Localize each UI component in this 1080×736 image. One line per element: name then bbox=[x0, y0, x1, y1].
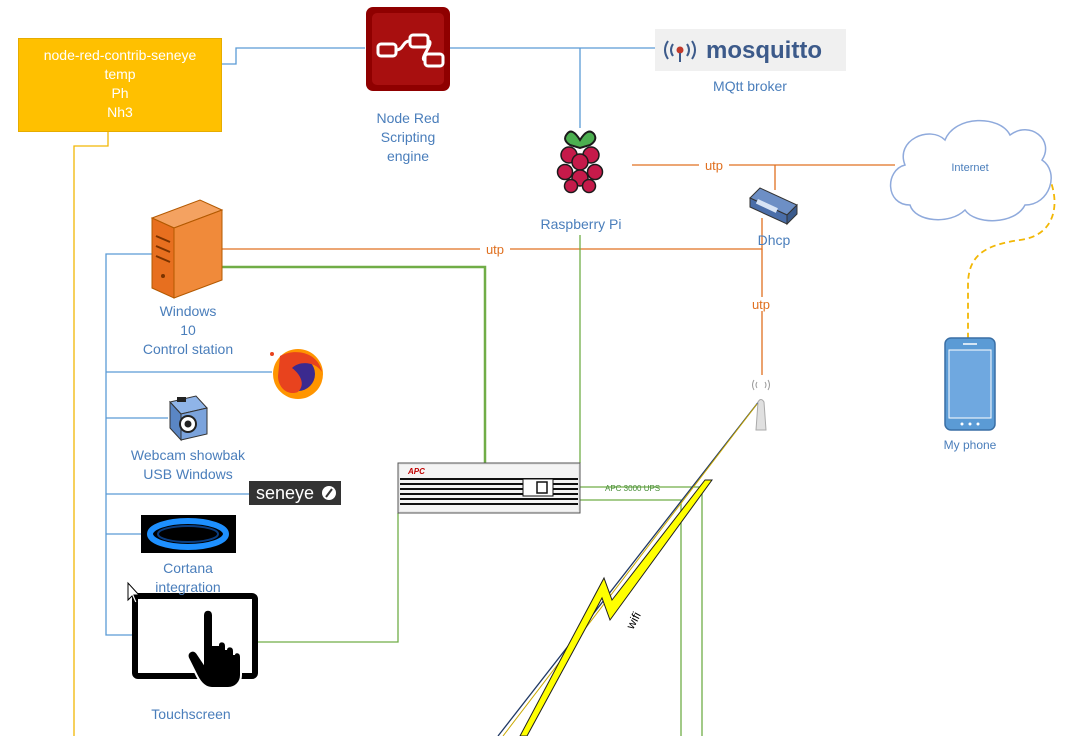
wifi-access-point-icon bbox=[752, 379, 770, 431]
seneye-box-line: node-red-contrib-seneye bbox=[43, 47, 197, 63]
link-seneye-nodered bbox=[222, 47, 365, 65]
windows-label: Windows 10 Control station bbox=[118, 302, 258, 359]
link-seneye-down bbox=[73, 132, 109, 736]
mosquitto-label: MQtt broker bbox=[690, 77, 810, 96]
link-ups-out-2 bbox=[580, 499, 682, 736]
seneye-box-line: Nh3 bbox=[107, 104, 133, 120]
touchscreen-icon bbox=[132, 593, 258, 689]
seneye-box-line: Ph bbox=[111, 85, 129, 101]
webcam-label-line: USB Windows bbox=[143, 466, 233, 482]
webcam-label-line: Webcam showbak bbox=[130, 447, 246, 463]
utp-label-vertical: utp bbox=[752, 297, 770, 312]
node-red-icon bbox=[366, 7, 450, 91]
node-red-label-line: Node Red bbox=[376, 110, 440, 126]
utp-label-top: utp bbox=[705, 158, 723, 173]
link-internet-phone bbox=[967, 174, 1056, 385]
webcam-label: Webcam showbak USB Windows bbox=[113, 446, 263, 484]
windows-label-line: Control station bbox=[142, 341, 234, 357]
utp-label-middle: utp bbox=[486, 242, 504, 257]
firefox-icon bbox=[270, 349, 323, 399]
node-red-label: Node Red Scripting engine bbox=[348, 109, 468, 166]
raspberry-pi-label: Raspberry Pi bbox=[521, 215, 641, 234]
mouse-cursor-icon bbox=[127, 581, 141, 604]
dhcp-label: Dhcp bbox=[744, 231, 804, 250]
dhcp-label-text: Dhcp bbox=[757, 232, 791, 248]
cortana-label: Cortana integration bbox=[128, 559, 248, 597]
cortana-label-line: Cortana bbox=[163, 560, 213, 576]
node-red-label-line: engine bbox=[386, 148, 430, 164]
internet-cloud-icon bbox=[889, 119, 1052, 222]
link-ups-touchscreen bbox=[258, 513, 399, 643]
mosquitto-logo-text: mosquitto bbox=[706, 37, 822, 64]
windows-label-line: 10 bbox=[180, 322, 196, 338]
ups-label: APC 3000 UPS bbox=[605, 484, 660, 493]
link-wifi-1 bbox=[497, 399, 761, 736]
node-red-label-line: Scripting bbox=[380, 129, 436, 145]
seneye-logo-text: seneye bbox=[256, 483, 314, 503]
phone-icon bbox=[944, 337, 996, 431]
mosquitto-label-text: MQtt broker bbox=[713, 78, 787, 94]
cortana-icon bbox=[141, 515, 236, 553]
webcam-icon bbox=[169, 395, 208, 442]
wifi-label: wifi bbox=[623, 610, 644, 633]
phone-label: My phone bbox=[920, 437, 1020, 453]
internet-label: Internet bbox=[951, 162, 988, 174]
raspberry-pi-icon bbox=[556, 130, 604, 194]
raspberry-pi-label-text: Raspberry Pi bbox=[540, 216, 622, 232]
link-windows-ups bbox=[222, 265, 487, 463]
windows-label-line: Windows bbox=[159, 303, 217, 319]
dhcp-router-icon bbox=[749, 187, 798, 226]
wifi-lightning-icon bbox=[519, 479, 713, 736]
seneye-box-line: temp bbox=[104, 66, 136, 82]
cortana-label-line: integration bbox=[155, 579, 221, 595]
seneye-logo: seneye bbox=[249, 481, 341, 505]
touchscreen-label: Touchscreen bbox=[131, 705, 251, 724]
apc-ups-icon: APC bbox=[397, 462, 581, 514]
ups-brand-text: APC bbox=[407, 467, 425, 476]
seneye-node-box: node-red-contrib-seneye temp Ph Nh3 bbox=[18, 38, 222, 132]
link-wifi-2 bbox=[502, 403, 758, 736]
phone-label-text: My phone bbox=[943, 438, 997, 452]
windows-server-icon bbox=[150, 199, 224, 299]
link-windows-bus bbox=[105, 253, 152, 636]
touchscreen-label-text: Touchscreen bbox=[151, 706, 231, 722]
mosquitto-logo: mosquitto bbox=[655, 29, 846, 71]
